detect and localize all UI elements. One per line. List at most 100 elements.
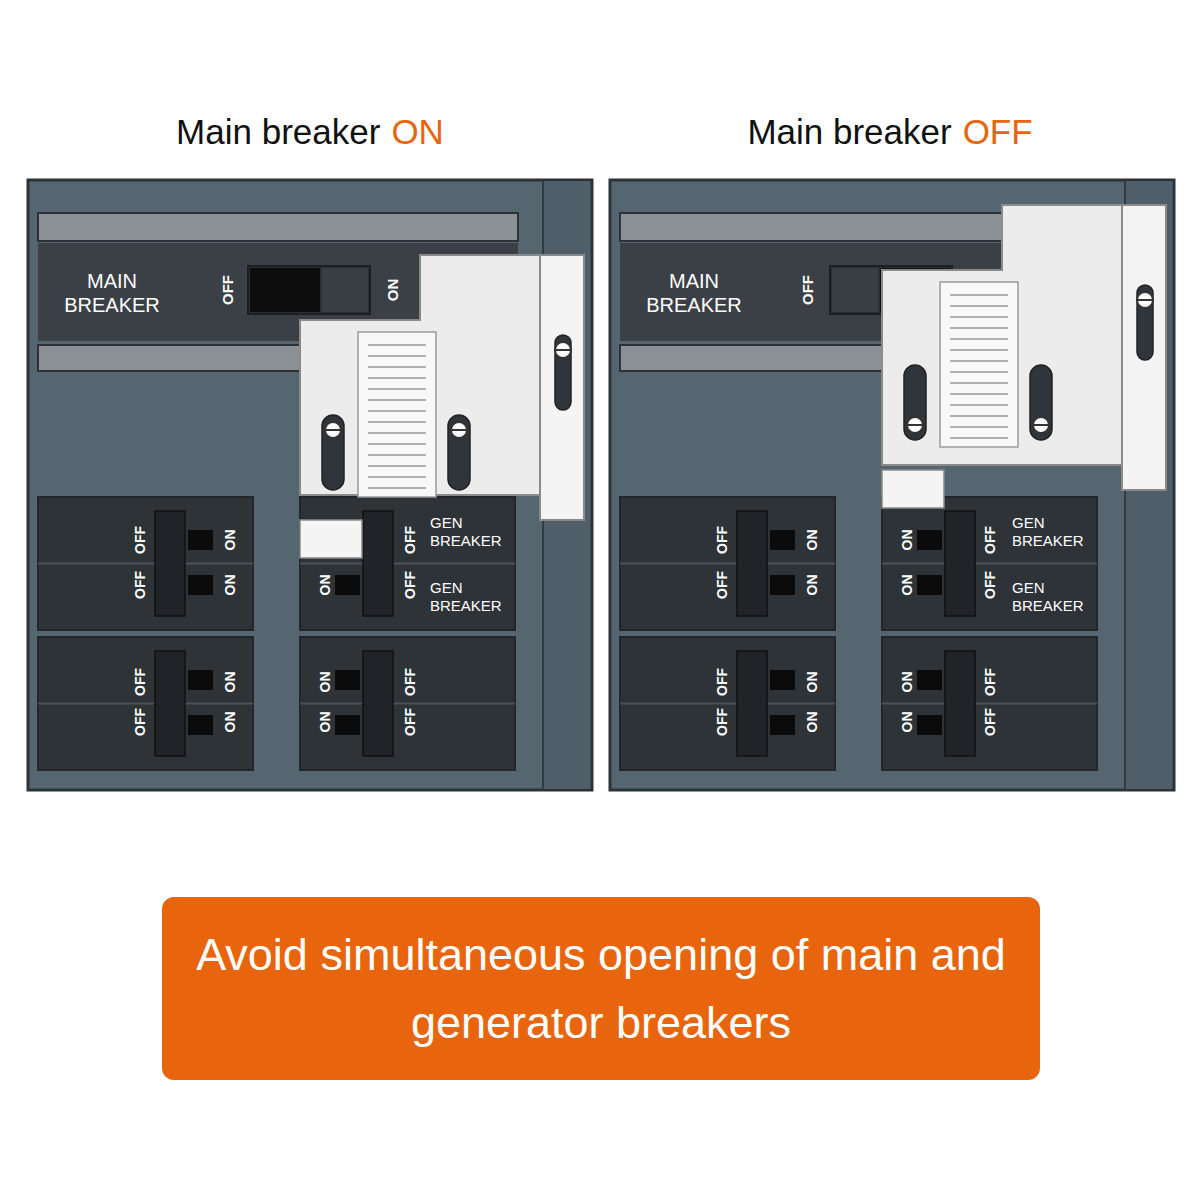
state-window bbox=[335, 715, 360, 735]
vent-line bbox=[368, 399, 426, 401]
breaker-handle bbox=[737, 511, 767, 616]
row-divider bbox=[882, 563, 1097, 565]
row-divider bbox=[300, 563, 515, 565]
state-window bbox=[770, 575, 795, 595]
screw-head bbox=[1033, 417, 1049, 433]
switch-position: ON bbox=[804, 672, 821, 693]
state-window bbox=[335, 575, 360, 595]
screw-slot bbox=[908, 424, 922, 426]
switch-position: OFF bbox=[402, 526, 419, 554]
breaker-handle bbox=[363, 511, 393, 616]
state-window bbox=[770, 530, 795, 550]
interlock-rail bbox=[1122, 205, 1166, 490]
screw-head bbox=[555, 342, 571, 358]
vent-line bbox=[368, 487, 426, 489]
state-window bbox=[188, 670, 213, 690]
vent-line bbox=[950, 437, 1008, 439]
switch-position: ON bbox=[804, 530, 821, 551]
vent-line bbox=[368, 388, 426, 390]
switch-position: OFF bbox=[714, 668, 731, 696]
screw-slot bbox=[326, 429, 340, 431]
vent-line bbox=[950, 305, 1008, 307]
vent-line bbox=[368, 377, 426, 379]
switch-position: OFF bbox=[799, 275, 817, 305]
switch-position: OFF bbox=[982, 571, 999, 599]
vent-line bbox=[368, 476, 426, 478]
vent-line bbox=[368, 432, 426, 434]
switch-position: OFF bbox=[132, 571, 149, 599]
row-divider bbox=[38, 703, 253, 705]
switch-position: ON bbox=[899, 712, 916, 733]
state-window bbox=[188, 530, 213, 550]
interlock-tab bbox=[882, 470, 944, 508]
switch-position: ON bbox=[804, 712, 821, 733]
vent-line bbox=[950, 349, 1008, 351]
top-bar bbox=[38, 213, 518, 241]
switch-position: ON bbox=[222, 672, 239, 693]
state-window bbox=[770, 715, 795, 735]
breaker-block bbox=[620, 497, 835, 630]
switch-position: OFF bbox=[714, 708, 731, 736]
switch-position: ON bbox=[317, 575, 334, 596]
switch-position: OFF bbox=[132, 708, 149, 736]
row-divider bbox=[620, 563, 835, 565]
vent-line bbox=[368, 366, 426, 368]
switch-position: ON bbox=[899, 575, 916, 596]
vent-line bbox=[368, 443, 426, 445]
screw-head bbox=[907, 417, 923, 433]
state-window bbox=[917, 575, 942, 595]
breaker-name: MAIN BREAKER bbox=[638, 269, 750, 317]
switch-handle bbox=[322, 268, 368, 312]
breaker-handle bbox=[737, 651, 767, 756]
state-window bbox=[188, 575, 213, 595]
switch-position: OFF bbox=[714, 526, 731, 554]
switch-position: OFF bbox=[982, 708, 999, 736]
adjust-slot bbox=[904, 365, 926, 440]
state-window bbox=[917, 715, 942, 735]
breaker-handle bbox=[155, 651, 185, 756]
title-text: Main breaker bbox=[176, 112, 380, 152]
warning-banner: Avoid simultaneous opening of main and g… bbox=[162, 897, 1040, 1080]
switch-position: ON bbox=[222, 575, 239, 596]
screw-head bbox=[1137, 292, 1153, 308]
vent-line bbox=[950, 415, 1008, 417]
vent-line bbox=[368, 421, 426, 423]
vent-line bbox=[950, 360, 1008, 362]
breaker-block bbox=[882, 637, 1097, 770]
switch-position: OFF bbox=[402, 708, 419, 736]
switch-position: OFF bbox=[982, 526, 999, 554]
screw-slot bbox=[1138, 299, 1152, 301]
breaker-name: GEN BREAKER bbox=[1012, 514, 1104, 550]
state-window bbox=[917, 530, 942, 550]
vent-line bbox=[950, 382, 1008, 384]
panel-housing bbox=[28, 180, 592, 790]
state-window bbox=[188, 715, 213, 735]
adjust-slot bbox=[448, 415, 470, 490]
switch-position: OFF bbox=[132, 526, 149, 554]
row-divider bbox=[620, 703, 835, 705]
row-divider bbox=[882, 703, 1097, 705]
switch-position: OFF bbox=[402, 668, 419, 696]
switch-position: ON bbox=[317, 712, 334, 733]
row-divider bbox=[300, 703, 515, 705]
breaker-handle bbox=[363, 651, 393, 756]
adjust-slot bbox=[1137, 285, 1153, 360]
state-window bbox=[917, 670, 942, 690]
state-window bbox=[770, 670, 795, 690]
state-word: ON bbox=[391, 112, 444, 152]
breaker-block bbox=[38, 497, 253, 630]
screw-slot bbox=[556, 349, 570, 351]
adjust-slot bbox=[322, 415, 344, 490]
switch-position: OFF bbox=[219, 275, 237, 305]
warning-text: Avoid simultaneous opening of main and g… bbox=[192, 921, 1010, 1056]
switch-position: ON bbox=[899, 530, 916, 551]
switch-position: ON bbox=[317, 672, 334, 693]
vent-line bbox=[368, 465, 426, 467]
vent-line bbox=[950, 294, 1008, 296]
state-window bbox=[335, 670, 360, 690]
vent-line bbox=[950, 316, 1008, 318]
breaker-block bbox=[38, 637, 253, 770]
switch-window bbox=[250, 268, 320, 312]
switch-position: OFF bbox=[132, 668, 149, 696]
